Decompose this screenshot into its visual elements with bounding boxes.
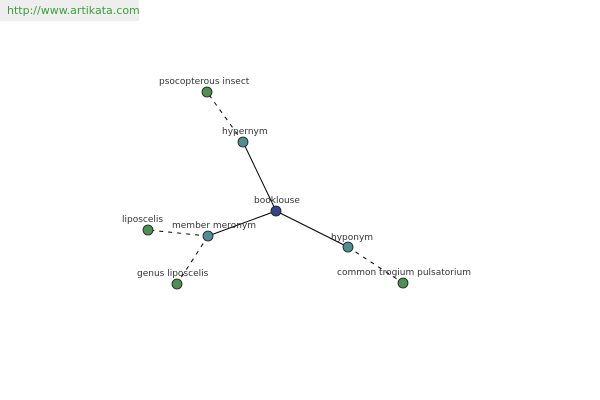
- node-marker-psocopterous-insect[interactable]: [201, 86, 213, 98]
- node-marker-hyponym[interactable]: [342, 241, 354, 253]
- site-url-link[interactable]: http://www.artikata.com: [0, 0, 140, 21]
- node-label-genus-liposcelis[interactable]: genus liposcelis: [137, 269, 209, 279]
- node-booklouse[interactable]: booklouse: [254, 196, 300, 217]
- node-common-trogium-pulsatorium[interactable]: common trogium pulsatorium: [337, 268, 471, 289]
- node-label-hypernym[interactable]: hypernym: [222, 127, 268, 137]
- node-label-common-trogium-pulsatorium[interactable]: common trogium pulsatorium: [337, 268, 471, 278]
- node-genus-liposcelis[interactable]: genus liposcelis: [137, 269, 209, 290]
- node-label-liposcelis[interactable]: liposcelis: [122, 215, 163, 225]
- edge-booklouse-hypernym: [242, 141, 277, 212]
- nodes-layer: booklouse hypernym psocopterous insect memb…: [122, 77, 471, 290]
- edge-member-meronym-liposcelis: [147, 229, 209, 237]
- edge-hyponym-common-trogium-pulsatorium: [347, 246, 404, 284]
- node-member-meronym[interactable]: member meronym: [172, 221, 256, 242]
- edge-member-meronym-genus-liposcelis: [176, 235, 209, 285]
- node-marker-member-meronym[interactable]: [202, 230, 214, 242]
- node-marker-common-trogium-pulsatorium[interactable]: [397, 277, 409, 289]
- node-label-hyponym[interactable]: hyponym: [331, 233, 373, 243]
- node-liposcelis[interactable]: liposcelis: [122, 215, 163, 236]
- edges-layer: [147, 91, 404, 285]
- edge-booklouse-hyponym: [275, 210, 349, 248]
- node-hyponym[interactable]: hyponym: [331, 233, 373, 253]
- node-marker-genus-liposcelis[interactable]: [171, 278, 183, 290]
- edge-hypernym-psocopterous-insect: [206, 91, 244, 143]
- node-marker-liposcelis[interactable]: [142, 224, 154, 236]
- node-label-booklouse[interactable]: booklouse: [254, 196, 300, 206]
- node-marker-booklouse[interactable]: [270, 205, 282, 217]
- node-psocopterous-insect[interactable]: psocopterous insect: [159, 77, 250, 98]
- node-hypernym[interactable]: hypernym: [222, 127, 268, 148]
- edge-booklouse-member-meronym: [207, 210, 277, 237]
- node-marker-hypernym[interactable]: [237, 136, 249, 148]
- node-label-member-meronym[interactable]: member meronym: [172, 221, 256, 231]
- node-label-psocopterous-insect[interactable]: psocopterous insect: [159, 77, 250, 87]
